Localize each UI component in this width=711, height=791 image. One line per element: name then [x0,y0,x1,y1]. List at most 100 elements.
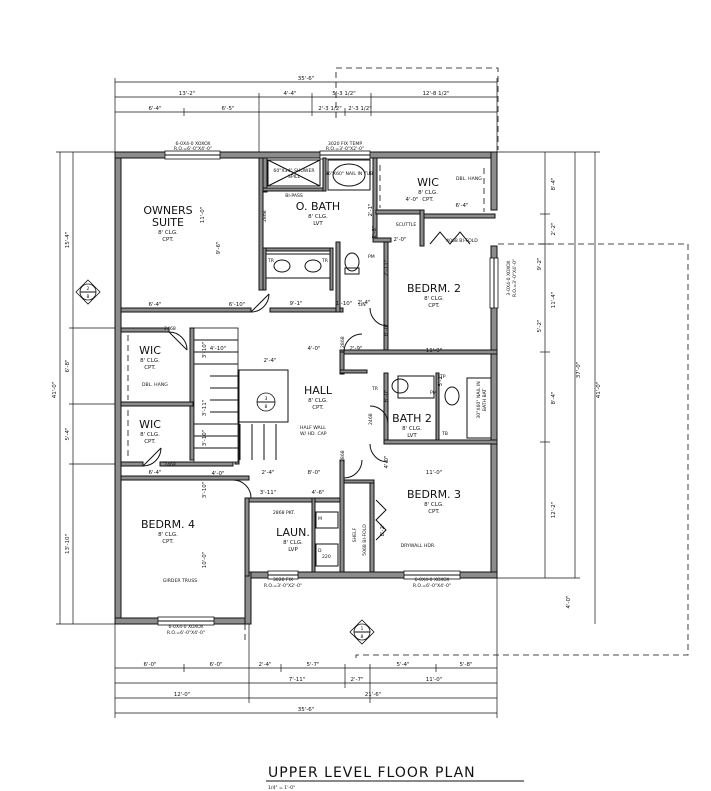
wic-master-ceiling: 8' CLG. [418,190,438,196]
bedrm4-floor: CPT. [162,539,174,545]
note-220: 220 [322,554,331,560]
dim-top-g: 6'-4" [148,106,161,112]
dim-i23: 3'-10" [202,482,208,499]
dim-i35: 2'-11" [384,260,390,277]
note-win-top-left: 6-0X4-0 XOXOX [175,141,210,147]
section-marker-bottom: 1 8 [349,619,375,645]
dim-i34: 5'-2" [438,373,444,386]
dim-bot-e: 5'-4" [396,662,409,668]
note-tr2: TR [321,258,329,264]
dim-i14: 4'-10" [210,346,227,352]
bedrm2-ceiling: 8' CLG. [424,296,444,302]
wic-left1-note: DBL. HANG [142,382,168,388]
dim-i21: 11'-0" [426,470,443,476]
o-bath-floor: LVT [313,221,323,227]
dim-i19: 3'-10" [202,430,208,447]
note-door2868c: 2868 [340,450,346,462]
note-win-bath-top: 3020 FIX TEMP [328,141,362,147]
dim-i30: 2'-4" [261,470,274,476]
note-win-right-2: R.O.=3'-0"X4'-0" [512,259,518,297]
note-shower: 60"X34" SHOWER [273,168,315,174]
plan-title: UPPER LEVEL FLOOR PLAN [268,765,476,781]
note-win-top-left-2: R.O.=6'-0"X4'-0" [174,146,212,152]
dim-right-d: 11'-4" [551,292,557,309]
note-d: D [318,548,322,554]
note-win-bed4: 6-0X4-0 XOXOX [168,624,203,630]
section-b-ref: 8 [265,404,268,410]
dim-i22: 8'-0" [307,470,320,476]
note-scuttle: SCUTTLE [396,222,417,228]
dim-left-b: 6'-8" [65,359,71,372]
dim-top-d: 12'-8 1/2" [422,91,449,97]
wic-left2-floor: CPT. [144,439,156,445]
note-win-laun: 3020 FIX [273,577,293,583]
wic-master-floor: CPT. [422,197,434,203]
dim-i7: 2'-4" [357,300,370,306]
dim-bot-f: 5'-8" [459,662,472,668]
dim-right-total-2: 37'-0" [576,362,582,379]
section-marker-left: 2 8 [75,279,101,305]
dim-top-f: 2'-3 1/2" [348,106,372,112]
dim-top-c: 5'-3 1/2" [332,91,356,97]
note-door2468c: 2468 [368,413,374,425]
bath2-name: BATH 2 [392,412,432,425]
section-c-ref: 8 [361,634,364,640]
dim-i3: 6'-4" [148,302,161,308]
dimension-lines [56,78,600,718]
owners-suite-ceiling: 8' CLG. [158,230,178,236]
note-drywall: DRYWALL HDR. [401,543,436,549]
title-block: UPPER LEVEL FLOOR PLAN 1/4" = 1'-0" [266,765,524,791]
dim-bot-h: 2'-7" [350,677,363,683]
dimension-labels: 35'-6" 13'-2" 4'-4" 5'-3 1/2" 12'-8 1/2"… [52,76,602,713]
note-bypass: BI-PASS [285,193,303,199]
laun-ceiling: 8' CLG. [283,540,303,546]
dim-bot-i: 11'-0" [426,677,443,683]
dim-bot-a: 6'-0" [143,662,156,668]
owners-suite-name-2: SUITE [152,216,184,229]
section-marker-stair: 3 8 [256,392,276,412]
dim-bot-d: 5'-7" [306,662,319,668]
bedrm3-name: BEDRM. 3 [407,488,461,501]
wic-left1-floor: CPT. [144,365,156,371]
bedrm3-ceiling: 8' CLG. [424,502,444,508]
laun-floor: LVP [288,547,298,553]
dim-bot-c: 2'-4" [258,662,271,668]
hall-floor: CPT. [312,405,324,411]
dim-bot-k: 21'-6" [365,692,382,698]
note-tub2: TB [441,431,448,437]
laun-name: LAUN. [276,526,310,539]
note-tr3: TR [371,386,379,392]
wic-left1-ceiling: 8' CLG. [140,358,160,364]
note-pm1: PM [368,254,375,260]
dim-i10: 11'-9" [426,348,443,354]
section-a-ref: 8 [87,294,90,300]
dim-i11: 6'-4" [455,203,468,209]
note-half-wall: HALF WALL [300,425,326,431]
dim-left-a: 15'-4" [65,232,71,249]
dim-top-h: 6'-5" [221,106,234,112]
dim-top-a: 13'-2" [179,91,196,97]
note-door2868pkt: 2868 PKT. [273,510,295,516]
dim-left-d: 13'-10" [65,534,71,554]
wic-master-name: WIC [417,176,439,189]
note-half-wall-2: W/ HD. CAP [300,431,327,437]
owners-suite-floor: CPT. [162,237,174,243]
dim-right-c: 9'-2" [537,257,543,270]
windows [157,150,499,626]
note-bifold2: 5068 BI-FOLD [362,524,368,556]
dim-i5: 9'-1" [289,301,302,307]
dim-right-e: 5'-2" [537,319,543,332]
dim-i18: 8'-0" [384,389,390,402]
dim-i31: 4'-0" [405,197,418,203]
dim-right-b: 2'-2" [551,222,557,235]
dim-bot-b: 6'-0" [209,662,222,668]
dim-i2: 9'-6" [216,241,222,254]
o-bath-ceiling: 8' CLG. [308,214,328,220]
note-win-bath-top-2: R.O.=3'-0"X2'-0" [326,146,364,152]
wic-left1-name: WIC [139,344,161,357]
dim-i8: 2'-1" [368,203,374,216]
bath2-floor: LVT [407,433,417,439]
note-bifold1: 4068 BI-FOLD [446,238,478,244]
dim-i1: 11'-0" [200,207,206,224]
